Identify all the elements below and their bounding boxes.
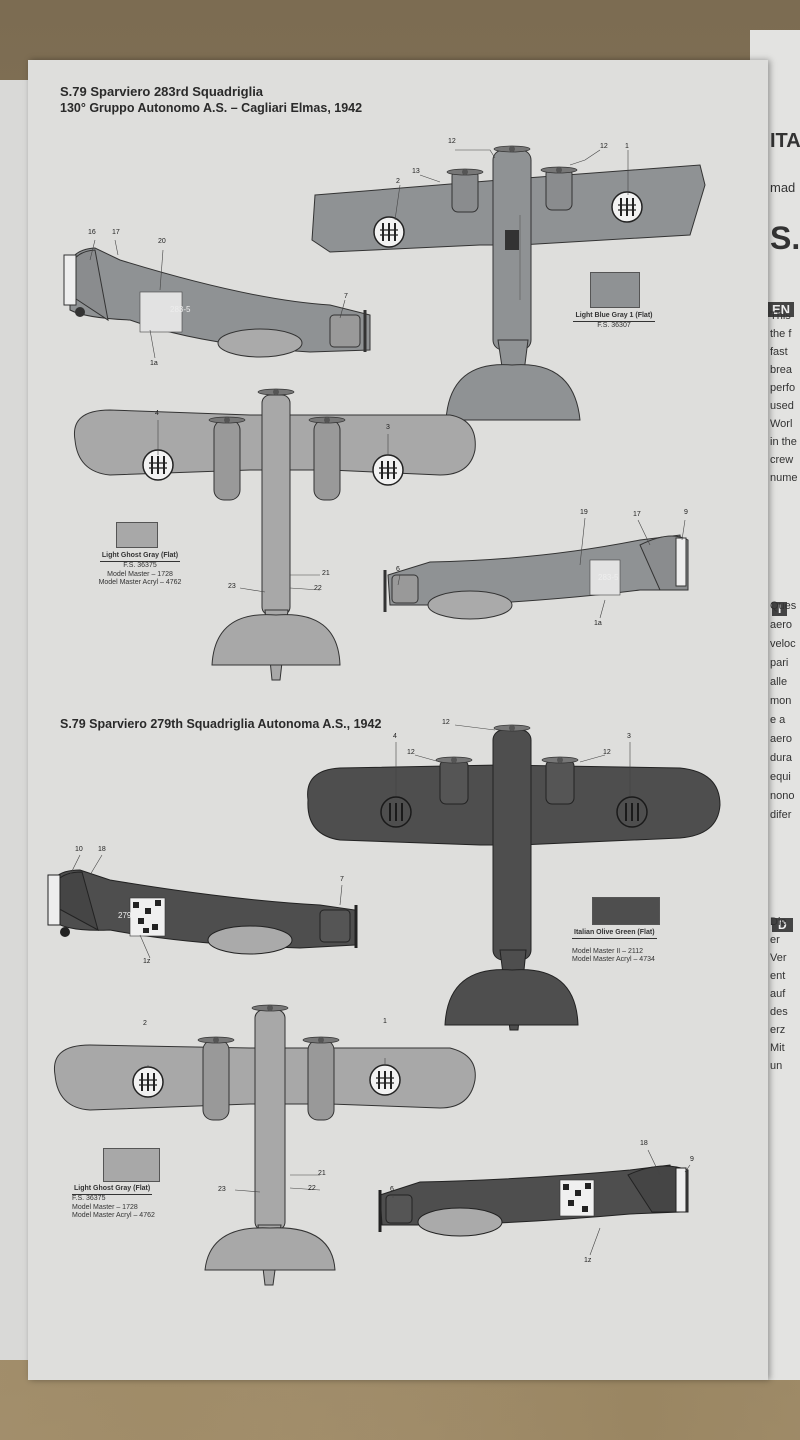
callout-21: 21 — [322, 570, 330, 577]
plane1-side-view: 283-5 — [63, 247, 371, 358]
callout-3b: 3 — [627, 733, 631, 740]
callout-17: 17 — [112, 229, 120, 236]
callout-23: 23 — [228, 583, 236, 590]
callout-4: 4 — [155, 410, 159, 417]
profile1-title: S.79 Sparviero 283rd Squadriglia — [60, 84, 264, 99]
text-line: This — [770, 310, 791, 322]
plane1-side-view-2: 283-5 — [383, 534, 689, 620]
text-line: aero — [770, 733, 793, 745]
text-line: erz — [770, 1024, 786, 1036]
plane1-top-view — [311, 145, 706, 421]
text-line: er — [770, 934, 780, 946]
swatch-label-ghost-gray-2: Light Ghost Gray (Flat) F.S. 36375 Model… — [72, 1185, 155, 1220]
callout-12a: 12 — [448, 138, 456, 145]
profile2-title: S.79 Sparviero 279th Squadriglia Autonom… — [60, 717, 382, 731]
text-line: mon — [770, 695, 792, 707]
callout-18: 18 — [98, 846, 106, 853]
text-line: Die — [770, 916, 787, 928]
swatch-olive-green — [592, 897, 660, 925]
text-line: alle — [770, 676, 788, 688]
text-line: Worl — [770, 418, 793, 430]
text-line: Ver — [770, 952, 787, 964]
callout-18b: 18 — [640, 1140, 648, 1147]
brand-text: ITA — [770, 130, 800, 152]
callout-12e: 12 — [603, 749, 611, 756]
callout-23b: 23 — [218, 1186, 226, 1193]
callout-2: 2 — [396, 178, 400, 185]
big-title: S. — [770, 220, 800, 256]
callout-4b: 4 — [393, 733, 397, 740]
text-line: crew — [770, 454, 794, 466]
callout-12d: 12 — [407, 749, 415, 756]
callout-1b: 1 — [383, 1018, 387, 1025]
plane1-code: 283-5 — [170, 305, 191, 314]
callout-19: 19 — [580, 509, 588, 516]
lang-en: EN — [768, 302, 795, 317]
plane2-side-view: 279 — [47, 869, 358, 955]
plane2-bottom-view — [53, 1004, 476, 1286]
lang-de: D — [772, 918, 793, 932]
plane2-code: 279 — [118, 911, 132, 920]
text-line: e a — [770, 714, 786, 726]
text-line: veloc — [770, 638, 796, 650]
text-line: Mit — [770, 1042, 785, 1054]
text-line: des — [770, 1006, 788, 1018]
swatch-label-ghost-gray-1: Light Ghost Gray (Flat) F.S. 36375 Model… — [98, 552, 182, 587]
callout-6: 6 — [396, 566, 400, 573]
callout-1: 1 — [625, 143, 629, 150]
text-line: difer — [770, 809, 792, 821]
callout-1z-b: 1z — [584, 1257, 592, 1264]
text-line: nume — [770, 472, 798, 484]
text-line: used — [770, 400, 794, 412]
text-line: dura — [770, 752, 793, 764]
callout-16: 16 — [88, 229, 96, 236]
callout-20: 20 — [158, 238, 166, 245]
text-line: fast — [770, 346, 788, 358]
callout-2b: 2 — [143, 1020, 147, 1027]
text-line: nono — [770, 790, 795, 802]
text-line: equi — [770, 771, 791, 783]
callout-10: 10 — [75, 846, 83, 853]
callout-22b: 22 — [308, 1185, 316, 1192]
swatch-light-blue-gray — [590, 272, 640, 308]
callout-1a-b: 1a — [594, 620, 602, 627]
swatch-light-ghost-gray-2 — [103, 1148, 160, 1182]
callout-1a: 1a — [150, 360, 158, 367]
callout-7: 7 — [344, 293, 348, 300]
profile1-subtitle: 130° Gruppo Autonomo A.S. – Cagliari Elm… — [60, 101, 363, 115]
callout-9: 9 — [684, 509, 688, 516]
callout-22: 22 — [314, 585, 322, 592]
text-line: brea — [770, 364, 793, 376]
callout-17b: 17 — [633, 511, 641, 518]
swatch-label-blue-gray: Light Blue Gray 1 (Flat) F.S. 36307 — [573, 312, 655, 329]
callout-7b: 7 — [340, 876, 344, 883]
swatch-label-olive-green: Italian Olive Green (Flat) Model Master … — [572, 929, 657, 964]
plane2-side-view-2 — [378, 1164, 689, 1237]
callout-13: 13 — [412, 168, 420, 175]
callout-6b: 6 — [390, 1186, 394, 1193]
text-line: un — [770, 1060, 783, 1072]
made-text: mad — [770, 180, 796, 195]
callout-12b: 12 — [600, 143, 608, 150]
text-line: Ques — [770, 600, 797, 612]
swatch-light-ghost-gray-1 — [116, 522, 158, 548]
lang-it: I — [772, 602, 788, 616]
callout-3: 3 — [386, 424, 390, 431]
svg-text:283-5: 283-5 — [598, 573, 619, 582]
text-line: perfo — [770, 382, 796, 394]
text-line: in the — [770, 436, 797, 448]
plane1-bottom-view — [73, 388, 476, 681]
callout-12c: 12 — [442, 719, 450, 726]
text-line: the f — [770, 328, 792, 340]
callout-1z: 1z — [143, 958, 151, 965]
text-line: ent — [770, 970, 786, 982]
text-line: pari — [770, 657, 789, 669]
text-line: auf — [770, 988, 786, 1000]
plane2-top-view — [307, 724, 721, 1031]
text-line: aero — [770, 619, 793, 631]
callout-9b: 9 — [690, 1156, 694, 1163]
callout-21b: 21 — [318, 1170, 326, 1177]
